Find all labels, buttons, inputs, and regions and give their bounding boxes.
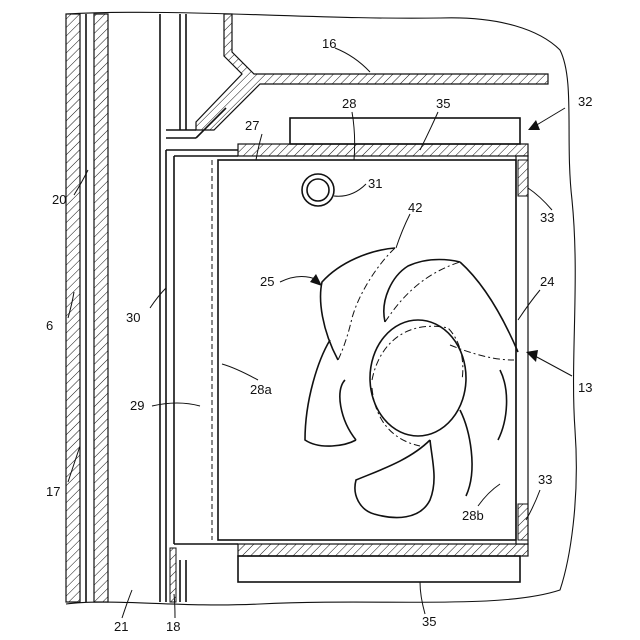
fan-blade xyxy=(355,440,430,514)
wall-panel-left xyxy=(66,14,186,602)
fan-hub-outline xyxy=(372,388,420,446)
fan-blade xyxy=(498,370,507,440)
label-28a: 28a xyxy=(250,382,272,397)
fan-blade xyxy=(460,410,472,496)
fan-blade xyxy=(374,440,434,517)
fan xyxy=(305,248,518,517)
fan-blade xyxy=(460,262,518,352)
fan-blade xyxy=(385,262,460,322)
label-21: 21 xyxy=(114,619,128,634)
label-18: 18 xyxy=(166,619,180,634)
label-33-bottom: 33 xyxy=(538,472,552,487)
fan-blade xyxy=(384,260,460,323)
label-33-top: 33 xyxy=(540,210,554,225)
fan-blade xyxy=(340,380,356,440)
fan-blade xyxy=(338,248,395,360)
leader-lines xyxy=(68,48,572,618)
label-28: 28 xyxy=(342,96,356,111)
label-31: 31 xyxy=(368,176,382,191)
pipe xyxy=(302,174,334,206)
label-25: 25 xyxy=(260,274,274,289)
label-35-bottom: 35 xyxy=(422,614,436,629)
label-17: 17 xyxy=(46,484,60,499)
casing xyxy=(174,144,528,556)
label-16: 16 xyxy=(322,36,336,51)
frame-top xyxy=(290,118,520,144)
label-27: 27 xyxy=(245,118,259,133)
label-20: 20 xyxy=(52,192,66,207)
top-plate xyxy=(166,14,548,150)
label-24: 24 xyxy=(540,274,554,289)
label-30: 30 xyxy=(126,310,140,325)
fan-hub xyxy=(370,320,466,436)
label-35-top: 35 xyxy=(436,96,450,111)
fan-blade xyxy=(305,340,356,446)
label-42: 42 xyxy=(408,200,422,215)
frame-bottom xyxy=(238,556,520,582)
label-32: 32 xyxy=(578,94,592,109)
label-28b: 28b xyxy=(462,508,484,523)
label-6: 6 xyxy=(46,318,53,333)
label-13: 13 xyxy=(578,380,592,395)
label-29: 29 xyxy=(130,398,144,413)
